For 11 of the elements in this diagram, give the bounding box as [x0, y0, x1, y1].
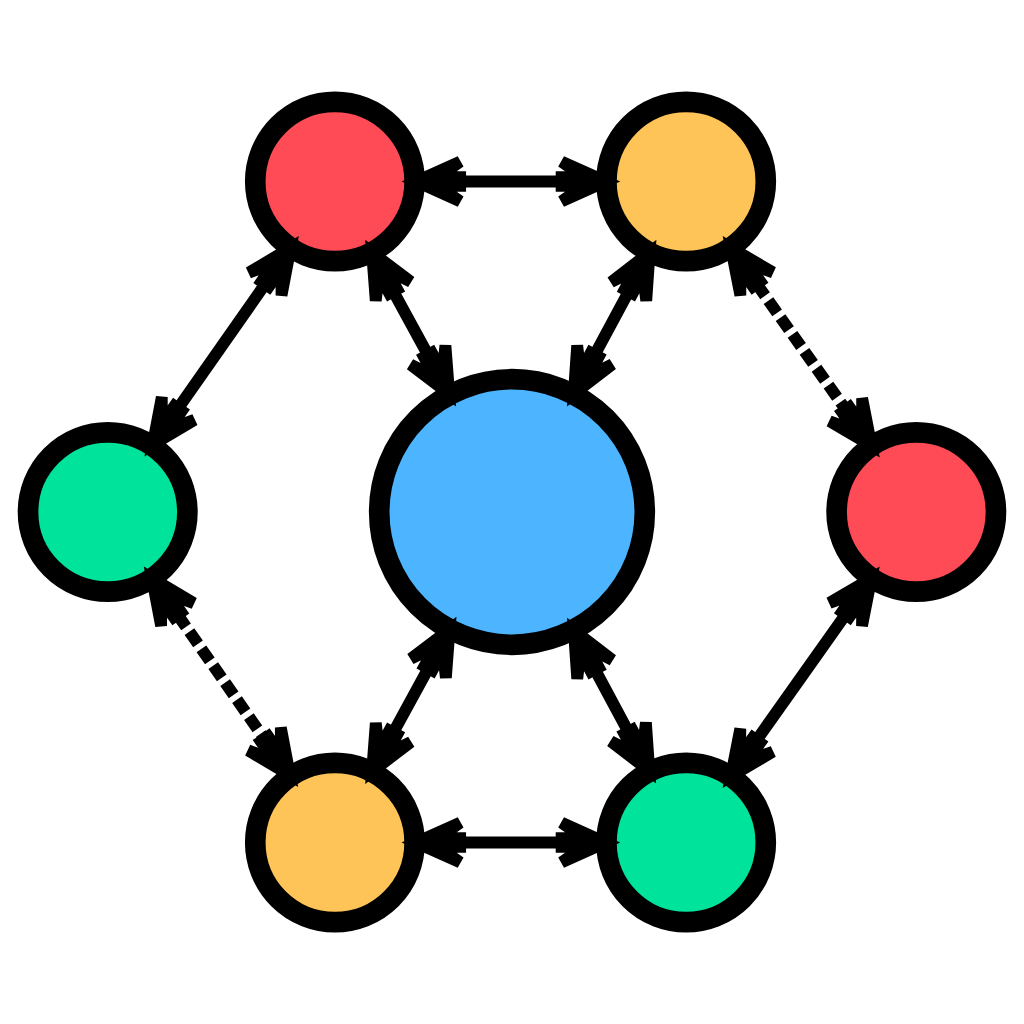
- node-circle: [596, 752, 777, 933]
- node-circle: [826, 422, 1007, 602]
- node-circle: [244, 91, 425, 272]
- node-circle: [244, 752, 425, 933]
- arrow: [146, 572, 296, 782]
- node-circle: [368, 368, 656, 656]
- arrow: [725, 572, 878, 783]
- arrow: [146, 241, 297, 451]
- node-circle: [596, 91, 777, 272]
- node-circle: [17, 422, 198, 602]
- arrow: [725, 241, 878, 452]
